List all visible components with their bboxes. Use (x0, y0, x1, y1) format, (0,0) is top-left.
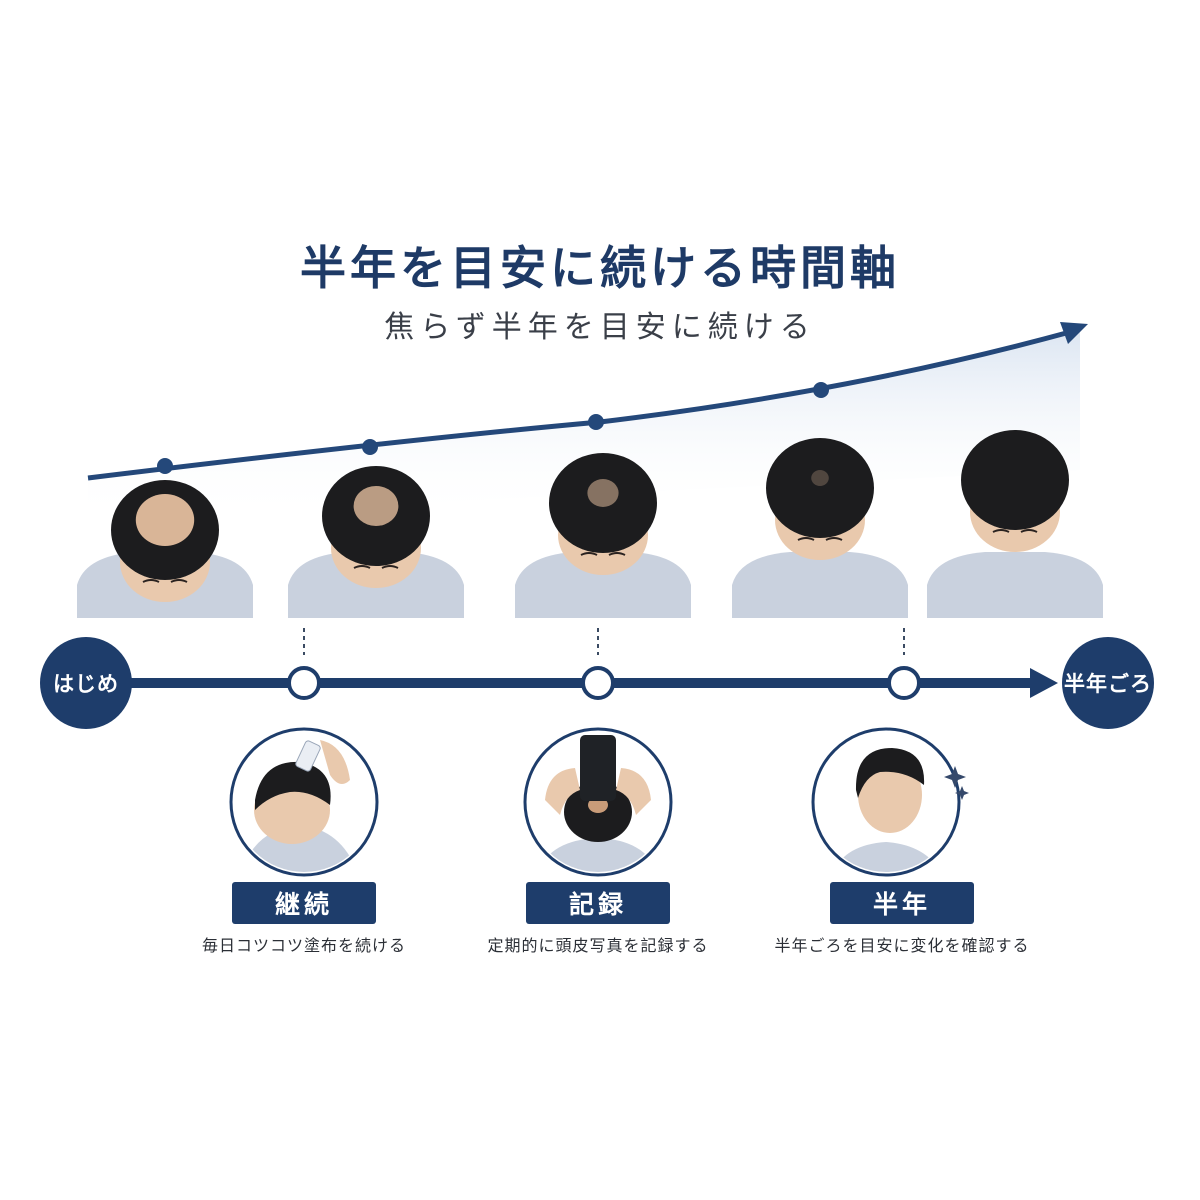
page-subtitle: 焦らず半年を目安に続ける (384, 310, 816, 345)
step-label-1: 継続 (232, 882, 376, 924)
growth-point-2 (362, 439, 378, 455)
timeline-start: はじめ (40, 637, 132, 729)
head-stage-2 (288, 466, 464, 618)
head-stage-4 (732, 438, 908, 618)
growth-point-1 (157, 458, 173, 474)
step-label-3: 半年 (830, 882, 974, 924)
growth-point-4 (813, 382, 829, 398)
step-illustration-record (523, 727, 673, 877)
head-stage-1 (77, 480, 253, 618)
timeline-node-3 (887, 666, 921, 700)
timeline-arrowhead (1030, 668, 1058, 698)
timeline-end: 半年ごろ (1062, 637, 1154, 729)
step-description-1: 毎日コツコツ塗布を続ける (201, 936, 406, 955)
growth-point-3 (588, 414, 604, 430)
head-stage-5 (927, 430, 1103, 618)
step-label-2: 記録 (526, 882, 670, 924)
step-description-3: 半年ごろを目安に変化を確認する (774, 936, 1030, 955)
timeline-node-2 (581, 666, 615, 700)
page-title: 半年を目安に続ける時間軸 (300, 241, 900, 295)
timeline-node-1 (287, 666, 321, 700)
growth-arrowhead (1060, 322, 1088, 344)
step-illustration-result (811, 727, 969, 877)
head-stage-3 (515, 453, 691, 618)
step-illustration-apply (229, 727, 379, 877)
step-description-2: 定期的に頭皮写真を記録する (487, 936, 709, 955)
